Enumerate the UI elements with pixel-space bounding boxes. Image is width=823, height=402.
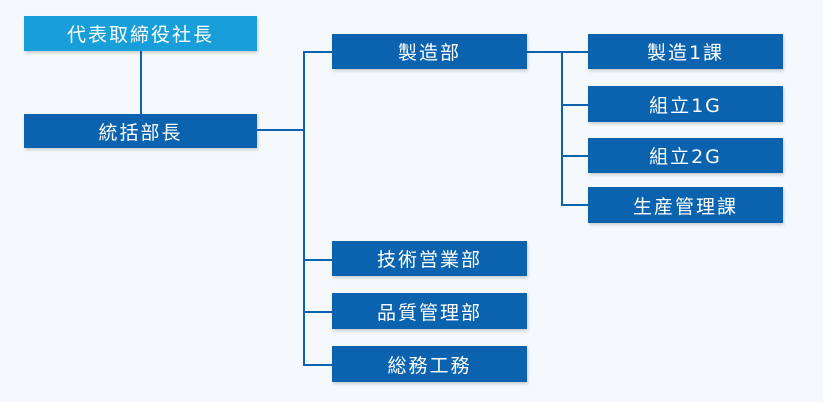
node-assembly-2g: 組立2G xyxy=(588,138,783,173)
connector-to-manufacturing-1 xyxy=(561,51,588,53)
connector-to-production-control xyxy=(561,204,588,206)
node-manufacturing-1-section: 製造1課 xyxy=(588,34,783,69)
node-technical-sales-dept: 技術営業部 xyxy=(332,241,527,276)
connector-department-trunk xyxy=(303,51,305,365)
node-president: 代表取締役社長 xyxy=(24,16,257,51)
connector-section-trunk xyxy=(561,51,563,206)
node-general-manager: 統括部長 xyxy=(24,114,257,148)
node-quality-control-dept: 品質管理部 xyxy=(332,293,527,329)
connector-to-technical-sales xyxy=(303,259,332,261)
node-production-control-section: 生産管理課 xyxy=(588,187,783,223)
connector-to-quality-control xyxy=(303,311,332,313)
connector-manager-to-trunk xyxy=(257,129,305,131)
connector-to-general-affairs xyxy=(303,364,332,366)
node-manufacturing-dept: 製造部 xyxy=(332,34,527,69)
connector-president-to-manager xyxy=(140,51,142,115)
connector-to-assembly-1g xyxy=(561,104,588,106)
node-assembly-1g: 組立1G xyxy=(588,86,783,122)
connector-to-assembly-2g xyxy=(561,155,588,157)
connector-to-manufacturing xyxy=(303,51,332,53)
connector-manufacturing-to-sections xyxy=(527,51,563,53)
node-general-affairs-dept: 総務工務 xyxy=(332,346,527,382)
